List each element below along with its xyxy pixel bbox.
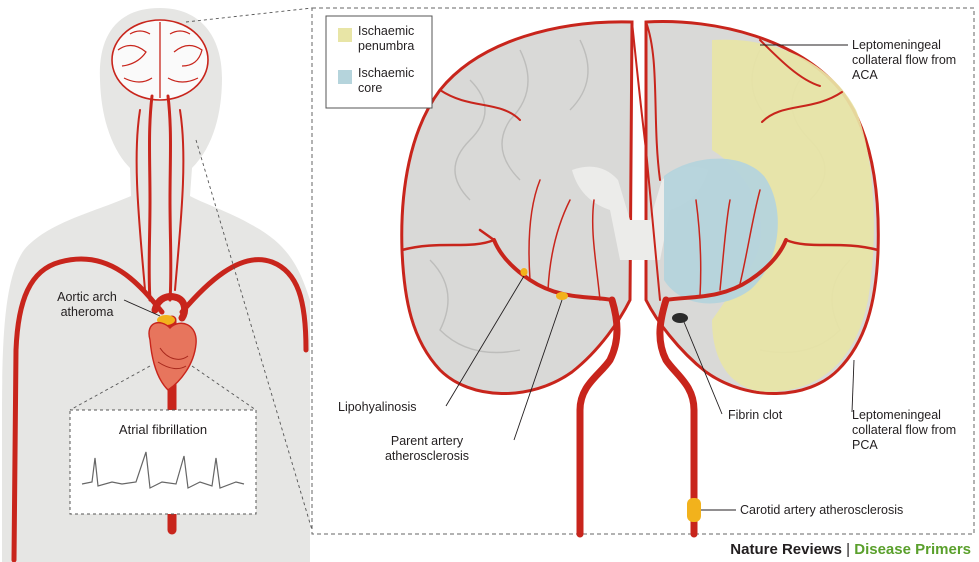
pca-flow-label: Leptomeningeal collateral flow from PCA [852,408,957,452]
legend-penumbra-label: Ischaemic penumbra [358,24,415,53]
carotid-atherosclerosis-label: Carotid artery atherosclerosis [740,503,904,517]
ischaemic-core [664,158,778,304]
legend-swatch-penumbra [338,28,352,42]
callout-dashes [69,7,313,531]
atrial-fibrillation-label: Atrial fibrillation [118,422,208,437]
fibrin-clot [672,313,688,323]
small-brain [111,19,209,101]
atrial-fibrillation-box [69,409,257,515]
legend-core-label: Ischaemic core [358,66,415,95]
heart [148,321,197,391]
brand-footer: Nature Reviews | Disease Primers [730,541,971,558]
lipohyalinosis-lesion [520,268,528,276]
lipohyalinosis-label: Lipohyalinosis [338,400,417,414]
left-hemisphere [400,20,634,395]
brain-arteries [400,21,880,538]
legend-swatch-core [338,70,352,84]
parent-artery-lesion [556,292,568,300]
ischaemic-penumbra [712,39,874,392]
ecg-trace [81,451,245,489]
brand-separator: | [846,541,851,558]
brand-journal: Nature Reviews [730,541,842,558]
leader-lines [123,44,855,511]
brand-series: Disease Primers [854,541,971,558]
aortic-arch-atheroma-label: Aortic arch atheroma [57,290,117,319]
carotid-atherosclerosis-lesion [687,498,701,522]
fibrin-clot-label: Fibrin clot [728,408,783,422]
aca-flow-label: Leptomeningeal collateral flow from ACA [852,38,957,82]
parent-artery-label: Parent artery atherosclerosis [384,434,470,463]
